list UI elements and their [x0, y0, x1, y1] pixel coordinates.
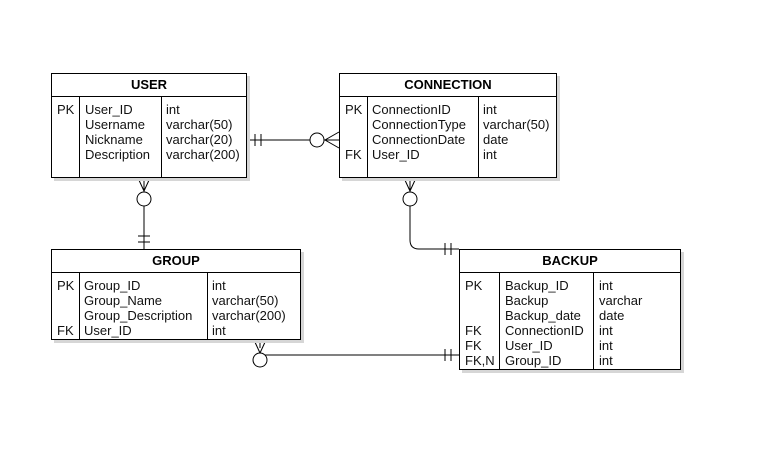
- column-divider: [593, 273, 594, 369]
- field-name: Backup: [505, 293, 549, 308]
- column-divider: [207, 273, 208, 339]
- optional-circle: [309, 132, 325, 148]
- column-divider: [79, 273, 80, 339]
- field-name: User_ID: [505, 338, 553, 353]
- column-divider: [79, 97, 80, 177]
- field-type: int: [483, 102, 497, 117]
- key-cell: FK,N: [465, 353, 495, 368]
- field-type: int: [212, 278, 226, 293]
- field-type: varchar(50): [212, 293, 279, 308]
- field-name: Group_ID: [84, 278, 141, 293]
- field-type: varchar(200): [166, 147, 240, 162]
- field-type: int: [599, 338, 613, 353]
- field-type: int: [599, 323, 613, 338]
- optional-circle: [252, 352, 268, 368]
- crows-foot: [323, 131, 340, 149]
- field-name: Group_Description: [84, 308, 193, 323]
- field-name: User_ID: [85, 102, 133, 117]
- optional-circle: [402, 191, 418, 207]
- field-type: int: [599, 278, 613, 293]
- field-type: varchar(20): [166, 132, 233, 147]
- field-name: ConnectionID: [505, 323, 584, 338]
- key-cell: FK: [345, 147, 362, 162]
- field-name: Group_Name: [84, 293, 163, 308]
- field-name: Username: [85, 117, 145, 132]
- key-cell: FK: [57, 323, 74, 338]
- field-name: User_ID: [372, 147, 420, 162]
- entity-title: BACKUP: [460, 250, 680, 273]
- field-name: Description: [85, 147, 151, 162]
- field-name: Group_ID: [505, 353, 562, 368]
- key-cell: PK: [57, 102, 75, 117]
- column-divider: [478, 97, 479, 177]
- field-type: int: [599, 353, 613, 368]
- field-name: Backup_date: [505, 308, 581, 323]
- key-cell: FK: [465, 323, 482, 338]
- field-type: date: [483, 132, 509, 147]
- column-divider: [161, 97, 162, 177]
- field-type: varchar(200): [212, 308, 286, 323]
- column-divider: [499, 273, 500, 369]
- field-type: int: [212, 323, 226, 338]
- connection-backup-line: [409, 178, 459, 250]
- key-cell: FK: [465, 338, 482, 353]
- field-name: Nickname: [85, 132, 143, 147]
- column-divider: [367, 97, 368, 177]
- field-type: varchar: [599, 293, 643, 308]
- field-name: ConnectionType: [372, 117, 466, 132]
- field-type: varchar(50): [166, 117, 233, 132]
- key-cell: PK: [465, 278, 483, 293]
- crows-foot: [137, 177, 151, 193]
- key-cell: PK: [57, 278, 75, 293]
- entity-title: USER: [52, 74, 246, 97]
- field-name: User_ID: [84, 323, 132, 338]
- field-name: Backup_ID: [505, 278, 569, 293]
- optional-circle: [136, 191, 152, 207]
- field-type: date: [599, 308, 625, 323]
- field-type: int: [483, 147, 497, 162]
- crows-foot: [403, 177, 417, 193]
- field-name: ConnectionDate: [372, 132, 466, 147]
- entity-title: GROUP: [52, 250, 300, 273]
- entity-title: CONNECTION: [340, 74, 556, 97]
- field-type: int: [166, 102, 180, 117]
- key-cell: PK: [345, 102, 363, 117]
- field-type: varchar(50): [483, 117, 550, 132]
- field-name: ConnectionID: [372, 102, 451, 117]
